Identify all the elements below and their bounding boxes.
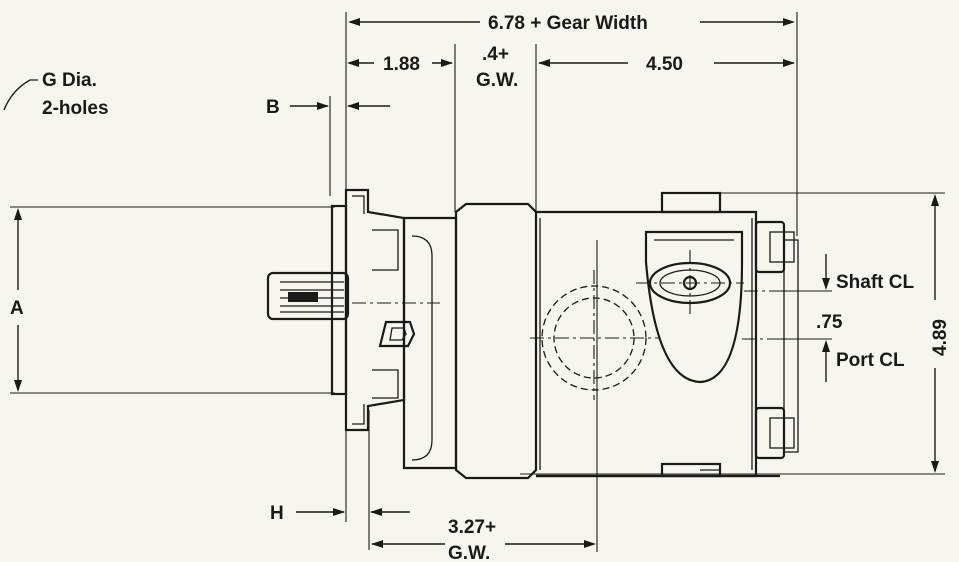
dim-a-label: A bbox=[10, 298, 24, 319]
gear-offset-label-bottom: G.W. bbox=[476, 70, 518, 91]
dim-b-label: B bbox=[266, 97, 280, 118]
gear-offset-label-top: .4+ bbox=[482, 44, 509, 65]
overall-length-dimension: 6.78 + Gear Width bbox=[345, 12, 798, 236]
shaft-cl-label: Shaft CL bbox=[836, 272, 915, 293]
dimension-h: H bbox=[270, 400, 410, 550]
port-position-label-bottom: G.W. bbox=[448, 543, 490, 562]
mount-hole-label-bottom: 2-holes bbox=[42, 98, 109, 119]
mount-hole-callout: G Dia. 2-holes bbox=[3, 70, 109, 119]
mount-hole-label-top: G Dia. bbox=[42, 70, 97, 91]
overall-length-label: 6.78 + Gear Width bbox=[488, 13, 648, 34]
rear-length-label: 4.50 bbox=[646, 54, 683, 75]
segment-dimensions: 1.88 .4+ G.W. 4.50 bbox=[347, 44, 795, 212]
port-cl-label: Port CL bbox=[836, 350, 905, 371]
pump-body bbox=[266, 188, 800, 480]
height-dimension: 4.89 bbox=[520, 192, 951, 475]
port-position-label-top: 3.27+ bbox=[448, 517, 496, 538]
dim-h-label: H bbox=[270, 503, 284, 524]
flange-offset-label: 1.88 bbox=[383, 54, 420, 75]
dimension-a: A bbox=[10, 206, 335, 394]
port-position-dimension: 3.27+ G.W. bbox=[371, 240, 598, 562]
port-offset-label: .75 bbox=[816, 312, 843, 333]
centerline-offset-dimension: Shaft CL .75 Port CL bbox=[770, 254, 915, 382]
dimension-b: B bbox=[266, 96, 390, 196]
height-label: 4.89 bbox=[930, 319, 951, 356]
